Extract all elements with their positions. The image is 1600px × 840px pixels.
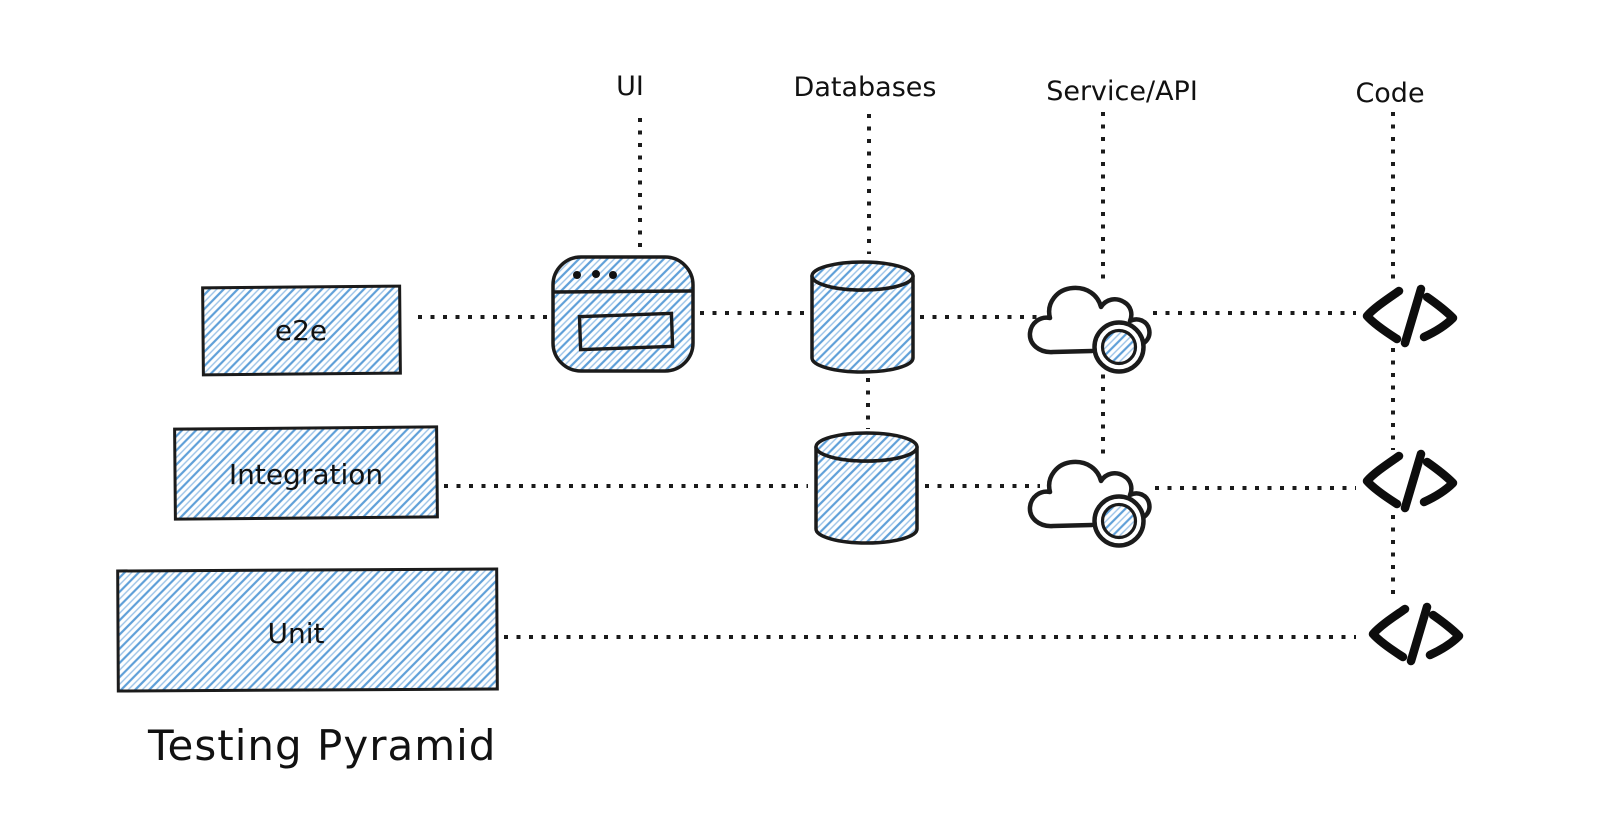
diagram-title: Testing Pyramid [147,721,496,770]
level-box-integration: Integration [173,425,439,521]
cloud-api-icon-integration [1030,462,1150,546]
browser-dot-1 [573,271,581,279]
code-icon-e2e [1367,289,1453,343]
browser-dot-3 [609,271,617,279]
browser-titlebar-divider [553,289,693,294]
integration-box-shape [173,425,439,521]
column-label-code: Code [1355,78,1424,109]
code-icon-unit [1373,607,1459,661]
browser-window-icon [551,255,695,373]
level-box-unit: Unit [116,567,499,693]
database-icon-e2e [810,260,915,374]
browser-address-bar [577,311,675,352]
database-icon-integration [814,431,919,545]
e2e-box-shape [201,284,402,377]
level-label-unit: Unit [268,617,325,650]
cloud-api-icon-e2e [1030,288,1150,372]
code-icon-integration [1367,454,1453,508]
column-label-service-api: Service/API [1046,76,1198,107]
column-label-databases: Databases [794,72,937,103]
row-connector-lines [418,311,1356,639]
browser-dot-2 [592,270,600,278]
level-label-integration: Integration [229,458,383,491]
level-box-e2e: e2e [201,284,402,377]
unit-box-shape [116,567,499,693]
column-label-ui: UI [616,71,644,102]
column-connector-lines [638,112,1395,600]
level-label-e2e: e2e [275,314,327,347]
